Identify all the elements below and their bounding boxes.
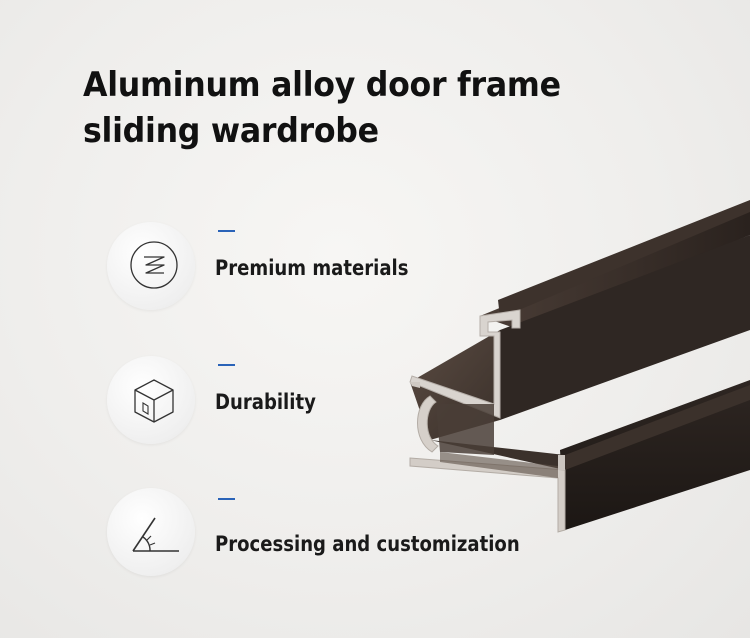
feature-badge <box>107 488 195 576</box>
wave-circle-icon <box>130 241 178 289</box>
feature-label: Premium materials <box>215 256 409 280</box>
page-title: Aluminum alloy door frame sliding wardro… <box>83 62 561 154</box>
feature-label: Durability <box>215 390 316 414</box>
title-line-2: sliding wardrobe <box>83 111 379 151</box>
accent-dash <box>218 230 235 232</box>
feature-processing-customization: Processing and customization <box>107 488 527 578</box>
title-line-1: Aluminum alloy door frame <box>83 65 561 105</box>
feature-badge <box>107 222 195 310</box>
feature-durability: Durability <box>107 356 527 446</box>
feature-label: Processing and customization <box>215 532 520 556</box>
accent-dash <box>218 364 235 366</box>
cube-icon <box>134 379 174 423</box>
angle-icon <box>132 517 179 552</box>
feature-premium-materials: Premium materials <box>107 222 527 312</box>
accent-dash <box>218 498 235 500</box>
feature-badge <box>107 356 195 444</box>
